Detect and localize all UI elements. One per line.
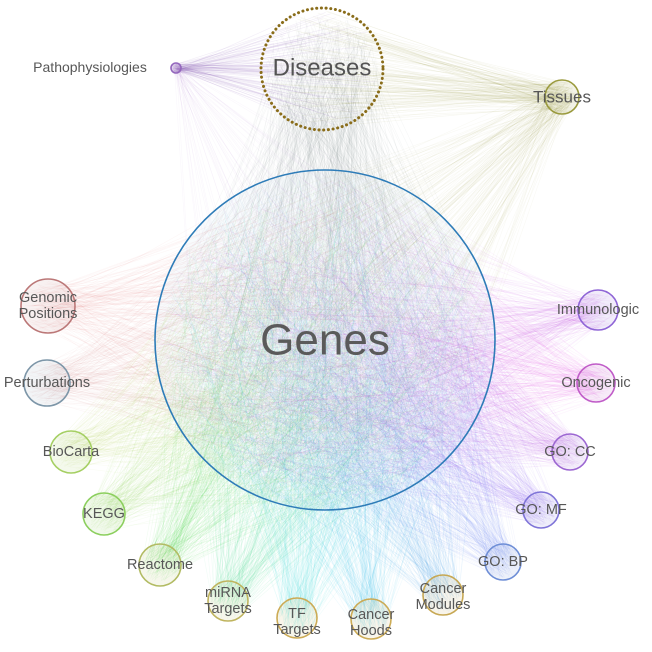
node-cancer_hoods-circle[interactable] — [350, 598, 392, 640]
node-oncogenic-circle[interactable] — [576, 363, 616, 403]
edge-bundle-tf_targets-genes — [172, 178, 487, 637]
node-reactome-circle[interactable] — [138, 543, 182, 587]
node-perturbations-circle[interactable] — [23, 359, 71, 407]
node-pathophysiologies-circle[interactable] — [170, 62, 182, 74]
edge-bundle-cancer_modules-genes — [171, 181, 489, 613]
node-tf_targets-circle[interactable] — [276, 597, 318, 639]
node-genes-circle[interactable] — [154, 169, 496, 511]
edge-bundle-tissues-genes — [172, 81, 578, 498]
edge-bundle-genomic_positions-genes — [24, 180, 479, 504]
edge-bundle-immunologic-genes — [160, 180, 617, 501]
edge-bundle-perturbations-genes — [26, 177, 480, 487]
edge-bundle-tissues-diseases — [266, 10, 577, 128]
node-genomic_positions-circle[interactable] — [20, 278, 76, 334]
node-biocarta-circle[interactable] — [49, 430, 93, 474]
node-go_cc-circle[interactable] — [551, 433, 589, 471]
node-tissues-circle[interactable] — [544, 79, 580, 115]
edge-bundle-mirna_targets-genes — [167, 179, 484, 619]
edge-bundle-kegg-genes — [84, 184, 482, 533]
edge-bundle-reactome-genes — [140, 179, 487, 582]
edge-bundle-pathophysiologies-diseases — [172, 12, 377, 126]
node-immunologic-circle[interactable] — [577, 289, 619, 331]
node-cancer_modules-circle[interactable] — [422, 574, 464, 616]
edge-bundle-go_cc-genes — [164, 176, 587, 499]
edge-bundle-go_mf-genes — [162, 179, 558, 526]
edge-bundle-go_bp-genes — [165, 180, 520, 578]
node-mirna_targets-circle[interactable] — [207, 580, 249, 622]
node-go_bp-circle[interactable] — [484, 543, 522, 581]
node-diseases-circle[interactable] — [259, 6, 385, 132]
edge-bundle-diseases-genes — [159, 15, 488, 505]
node-base-discs — [21, 63, 618, 639]
edge-bundle-cancer_hoods-genes — [170, 177, 487, 637]
node-kegg-circle[interactable] — [82, 492, 126, 536]
node-go_mf-circle[interactable] — [522, 491, 560, 529]
